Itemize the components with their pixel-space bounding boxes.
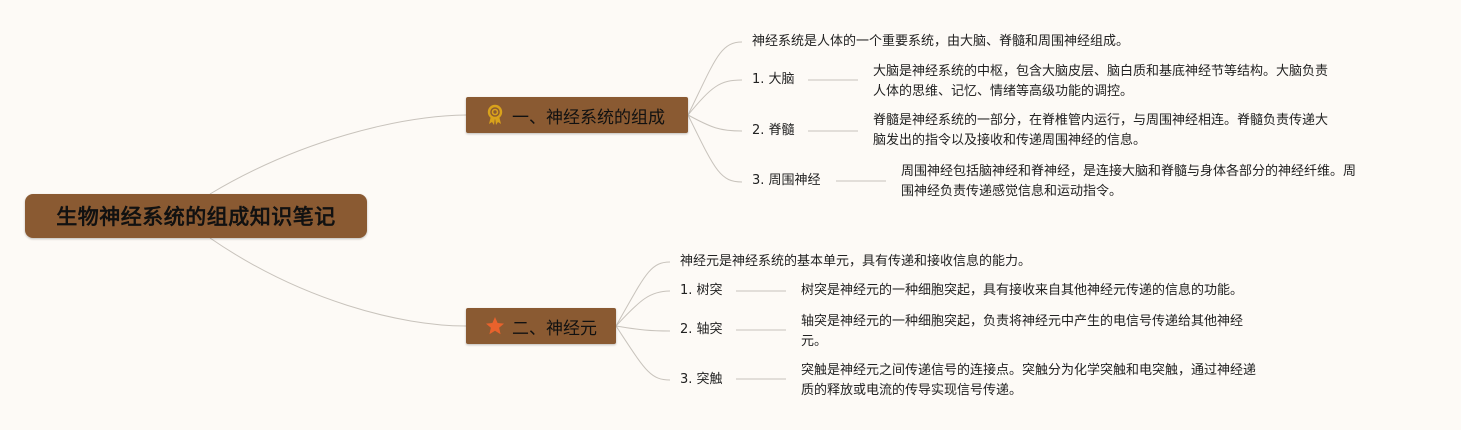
connector-b1-item2 [687, 114, 743, 132]
root-title: 生物神经系统的组成知识笔记 [56, 205, 336, 229]
detail-line: 树突是神经元的一种细胞突起，具有接收来自其他神经元传递的信息的功能。 [801, 283, 1244, 298]
branch-title: 二、神经元 [512, 318, 597, 339]
branch-topic-composition[interactable]: 一、神经系统的组成 [466, 97, 688, 133]
subtopic-peripheral-nerves-detail[interactable]: 周围神经包括脑神经和脊神经，是连接大脑和脊髓与身体各部分的神经纤维。周 围神经负… [901, 162, 1356, 202]
detail-line: 质的释放或电流的传导实现信号传递。 [801, 383, 1023, 398]
branch-topic-neuron[interactable]: 二、神经元 [466, 308, 616, 344]
connector-b2-intro [615, 261, 671, 327]
subtopic-synapse-detail[interactable]: 突触是神经元之间传递信号的连接点。突触分为化学突触和电突触，通过神经递 质的释放… [801, 361, 1256, 401]
subtopic-dendrite-detail[interactable]: 树突是神经元的一种细胞突起，具有接收来自其他神经元传递的信息的功能。 [801, 281, 1243, 301]
subtopic-brain-detail[interactable]: 大脑是神经系统的中枢，包含大脑皮层、脑白质和基底神经节等结构。大脑负责 人体的思… [873, 62, 1328, 102]
detail-line: 突触是神经元之间传递信号的连接点。突触分为化学突触和电突触，通过神经递 [801, 363, 1257, 378]
detail-line: 大脑是神经系统的中枢，包含大脑皮层、脑白质和基底神经节等结构。大脑负责 [873, 64, 1329, 79]
branch-title: 一、神经系统的组成 [512, 107, 665, 128]
detail-line: 围神经负责传递感觉信息和运动指令。 [901, 184, 1123, 199]
detail-line: 元。 [801, 334, 828, 349]
subtopic-spinal-cord[interactable]: 2. 脊髓 [752, 123, 795, 138]
connector-b1-item1 [687, 79, 743, 116]
connector-b1-item3 [687, 114, 743, 183]
connector-b2-item1 [615, 290, 671, 327]
subtopic-brain[interactable]: 1. 大脑 [752, 72, 795, 87]
connector-b2-item3 [615, 325, 671, 381]
subtopic-dendrite[interactable]: 1. 树突 [680, 283, 723, 298]
branch-1-intro[interactable]: 神经系统是人体的一个重要系统，由大脑、脊髓和周围神经组成。 [752, 34, 1130, 49]
subtopic-axon[interactable]: 2. 轴突 [680, 322, 723, 337]
ribbon-medal-icon [484, 104, 506, 126]
detail-line: 脑发出的指令以及接收和传递周围神经的信息。 [873, 133, 1147, 148]
detail-line: 人体的思维、记忆、情绪等高级功能的调控。 [873, 84, 1134, 99]
detail-line: 轴突是神经元的一种细胞突起，负责将神经元中产生的电信号传递给其他神经 [801, 314, 1244, 329]
detail-line: 脊髓是神经系统的一部分，在脊椎管内运行，与周围神经相连。脊髓负责传递大 [873, 113, 1329, 128]
connector-b2-item2 [615, 325, 671, 332]
star-icon [484, 315, 506, 337]
root-topic[interactable]: 生物神经系统的组成知识笔记 [25, 194, 367, 238]
detail-line: 周围神经包括脑神经和脊神经，是连接大脑和脊髓与身体各部分的神经纤维。周 [901, 164, 1357, 179]
subtopic-peripheral-nerves[interactable]: 3. 周围神经 [752, 173, 821, 188]
subtopic-axon-detail[interactable]: 轴突是神经元的一种细胞突起，负责将神经元中产生的电信号传递给其他神经 元。 [801, 312, 1243, 352]
connector-root-branch-1 [209, 114, 467, 195]
branch-2-intro[interactable]: 神经元是神经系统的基本单元，具有传递和接收信息的能力。 [680, 254, 1032, 269]
subtopic-synapse[interactable]: 3. 突触 [680, 372, 723, 387]
connector-root-branch-2 [209, 237, 467, 327]
subtopic-spinal-cord-detail[interactable]: 脊髓是神经系统的一部分，在脊椎管内运行，与周围神经相连。脊髓负责传递大 脑发出的… [873, 111, 1328, 151]
connector-b1-intro [687, 41, 743, 116]
